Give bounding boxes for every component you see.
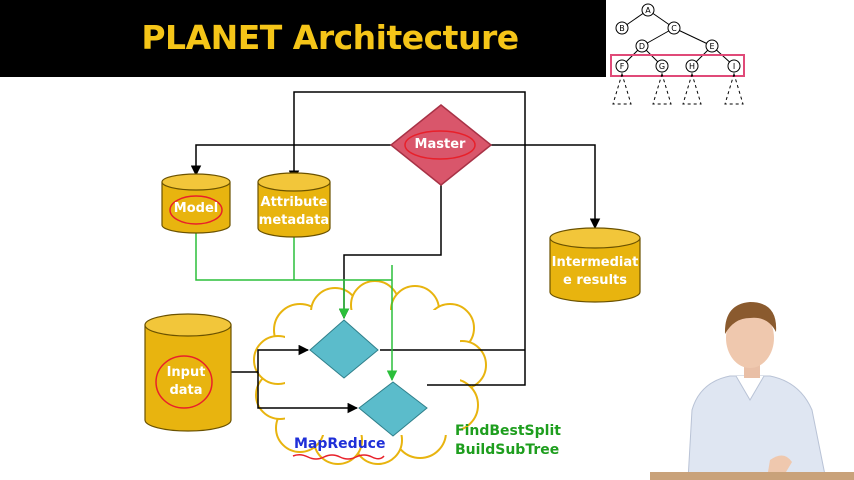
intermediate-results-label-line-2: e results xyxy=(563,273,627,288)
build-sub-tree-label: BuildSubTree xyxy=(455,442,560,458)
tree-node-e: E xyxy=(709,42,714,51)
mapreduce-label: MapReduce xyxy=(294,436,386,452)
presenter-hand xyxy=(768,455,792,472)
tree-node-f: F xyxy=(620,62,625,71)
intermediate-results-cylinder xyxy=(549,227,641,303)
mapreduce-underline xyxy=(292,453,385,460)
input-data-annotation-circle xyxy=(155,355,213,409)
slide-title: PLANET Architecture xyxy=(141,18,519,57)
presenter-desk xyxy=(650,472,854,480)
tree-node-h: H xyxy=(689,62,695,71)
presenter-head xyxy=(726,308,774,368)
input-data-label: Input data xyxy=(148,364,224,400)
tree-node-i: I xyxy=(733,62,735,71)
intermediate-results-label-line-1: Intermediat xyxy=(551,255,639,270)
attribute-metadata-cylinder xyxy=(257,172,331,238)
input-data-label-line-1: Input xyxy=(166,365,206,380)
presenter-collar xyxy=(735,375,765,401)
master-node xyxy=(389,104,493,186)
tree-node-b: B xyxy=(619,24,625,33)
tree-thumbnail: A B C D E F G H I xyxy=(610,3,745,105)
tree-node-g: G xyxy=(659,62,665,71)
green-connectors xyxy=(195,232,398,382)
highlighted-level-box xyxy=(610,54,745,77)
model-label: Model xyxy=(173,201,219,216)
attribute-metadata-label: Attribute metadata xyxy=(252,194,336,230)
attribute-metadata-label-line-2: metadata xyxy=(258,213,330,228)
model-annotation-circle xyxy=(169,195,223,225)
input-data-label-line-2: data xyxy=(169,383,203,398)
master-annotation-circle xyxy=(404,130,476,160)
mapper-node-1 xyxy=(309,319,379,379)
find-best-split-label: FindBestSplit xyxy=(455,423,561,439)
attribute-metadata-label-line-1: Attribute xyxy=(260,195,328,210)
master-label: Master xyxy=(414,137,466,152)
intermediate-results-label: Intermediat e results xyxy=(545,254,645,290)
mapper-node-2 xyxy=(358,381,428,437)
tree-node-a: A xyxy=(645,6,651,15)
presenter-video xyxy=(650,302,854,480)
presenter-body xyxy=(687,375,827,480)
presenter-hair xyxy=(724,302,777,334)
tree-node-d: D xyxy=(639,42,645,51)
tree-node-c: C xyxy=(671,24,677,33)
input-data-cylinder xyxy=(144,313,232,432)
slide-title-bar xyxy=(0,0,606,77)
